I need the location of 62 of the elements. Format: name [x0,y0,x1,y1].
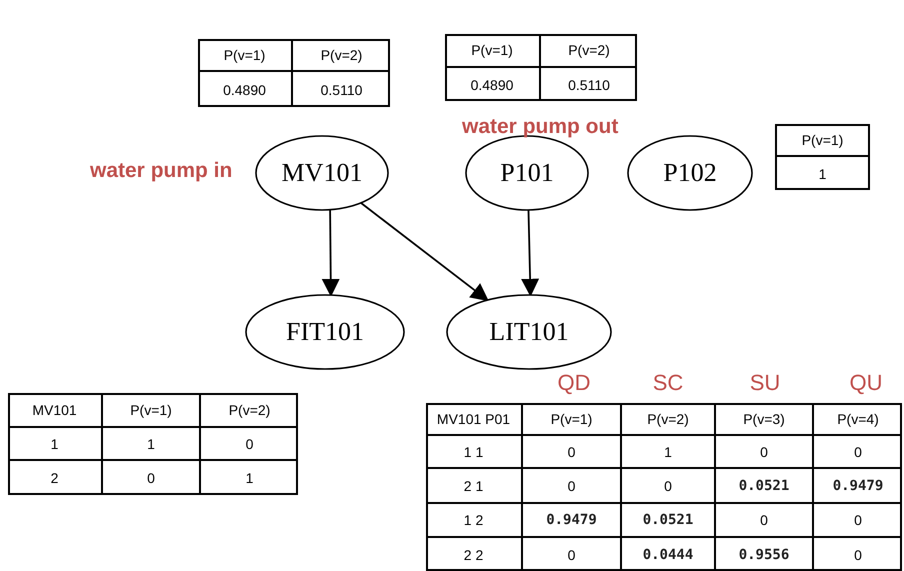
column-header: SC [652,370,684,396]
arrow [360,202,489,302]
table-cell: P(v=4) [814,403,902,436]
table-cell: 0 [814,504,902,538]
table-cell: 0.9556 [716,538,814,571]
table-cell: 0 [716,504,814,538]
column-header: SU [750,370,780,396]
table-cell: P(v=1) [775,124,870,157]
table-cell: P(v=1) [103,393,201,428]
ellipse-node [255,135,389,211]
node-label: LIT101 [489,317,569,347]
table-cell: 0.9479 [814,469,902,504]
table-cell: 0.4890 [445,68,541,101]
table-cell: P(v=1) [198,39,293,72]
table-cell: 0 [201,428,298,461]
table-cell: 2 2 [426,538,523,571]
table-cell-text: 0.5110 [320,80,364,100]
table-cell: P(v=3) [716,403,814,436]
table-cell: 0 [622,469,716,504]
table-cell-text: 1 [818,164,828,184]
ellipse-node [446,294,612,370]
table-cell-text: 1 [244,469,254,488]
table-cell: 0.4890 [198,72,293,107]
table-cell: P(v=1) [523,403,622,436]
table-cell: 0 [103,461,201,495]
table-cell: MV101 P01 [426,403,523,436]
node-caption: water pump out [462,115,618,139]
table-cell: 0.0521 [622,504,716,538]
node-label: P102 [663,158,717,188]
table-cell: 1 1 [426,436,523,469]
table-cell: 0 [716,436,814,469]
table-cell: 0 [523,469,622,504]
table-cell: 0.0444 [622,538,716,571]
table-cell: P(v=2) [622,403,716,436]
table-cell: 1 [103,428,201,461]
table-cell: MV101 [8,393,103,428]
ellipse-node [245,294,405,370]
table-cell: P(v=2) [201,393,298,428]
table-cell: 1 [622,436,716,469]
table-cell: 0 [523,538,622,571]
node-label: P101 [500,158,554,188]
node-caption: water pump in [90,159,232,183]
table-cell: P(v=1) [445,34,541,68]
arrow [322,210,340,297]
arrow [521,210,540,297]
column-header: QU [850,370,882,396]
table-cell: 0.0521 [716,469,814,504]
table-cell: 1 2 [426,504,523,538]
column-header: QD [558,370,590,396]
table-cell: 2 [8,461,103,495]
table-cell: P(v=2) [541,34,637,68]
node-label: FIT101 [286,317,364,347]
ellipse-node [627,135,753,211]
node-label: MV101 [282,158,362,188]
table-cell-text: 0 [853,546,863,564]
table-cell: 0 [814,436,902,469]
table-cell-text: 0.5110 [567,76,611,94]
table-cell: 0 [523,436,622,469]
table-cell: 0.9479 [523,504,622,538]
table-cell: 2 1 [426,469,523,504]
table-cell: P(v=2) [293,39,390,72]
table-cell: 1 [8,428,103,461]
